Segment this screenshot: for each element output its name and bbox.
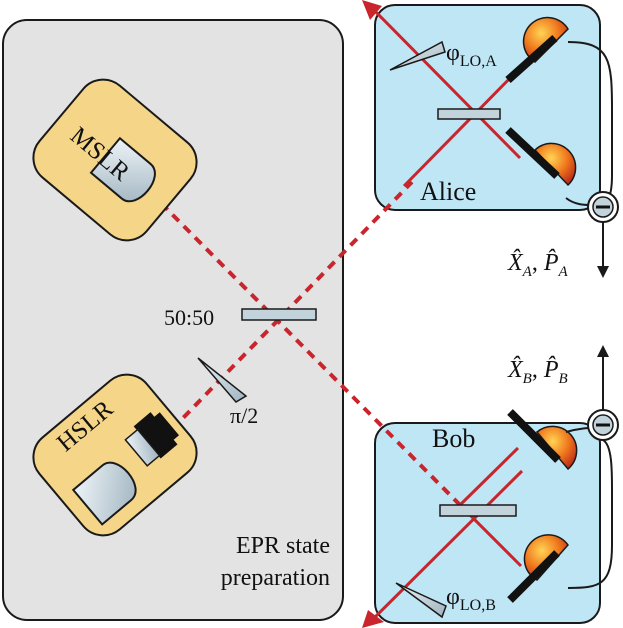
bob-label: Bob <box>432 424 475 453</box>
bob-detector-bottom-icon <box>507 534 569 603</box>
alice-beam-splitter-icon <box>437 108 501 120</box>
epr-label-line1: EPR state <box>236 533 330 559</box>
beam-splitter-icon <box>241 308 317 321</box>
bob-beam-splitter-icon <box>439 504 517 517</box>
alice-detector-top-icon <box>505 16 569 83</box>
phase-shifter-icon <box>197 357 248 403</box>
alice-lo-label: φLO,A <box>446 40 497 70</box>
alice-label: Alice <box>420 177 476 206</box>
bob-detector-top-icon <box>507 409 578 471</box>
bob-lo-label: φLO,B <box>446 584 496 614</box>
hslr-laser <box>32 373 198 537</box>
alice-detector-bottom-icon <box>505 127 577 187</box>
alice-beams <box>366 2 522 188</box>
mslr-crystal <box>89 136 156 203</box>
bob-subtractor-icon <box>587 409 619 441</box>
alice-quadrature-label: X̂A,P̂A <box>507 249 569 280</box>
hslr-crystal <box>71 461 137 526</box>
hslr-shg-block <box>124 412 180 467</box>
alice-lo-phase-wedge-icon <box>389 40 446 71</box>
bob-quadrature-label: X̂B,P̂B <box>507 356 568 387</box>
alice-subtractor-icon <box>587 191 619 223</box>
bob-lo-arrow <box>362 610 384 628</box>
beam-splitter-label: 50:50 <box>164 305 214 330</box>
epr-label-line2: preparation <box>221 565 330 591</box>
alice-lo-arrow <box>362 0 382 20</box>
bob-output-arrow-icon <box>597 345 609 357</box>
alice-output-arrow-icon <box>597 266 609 278</box>
phase-shift-label: π/2 <box>230 403 258 428</box>
bob-lo-phase-wedge-icon <box>395 582 447 619</box>
